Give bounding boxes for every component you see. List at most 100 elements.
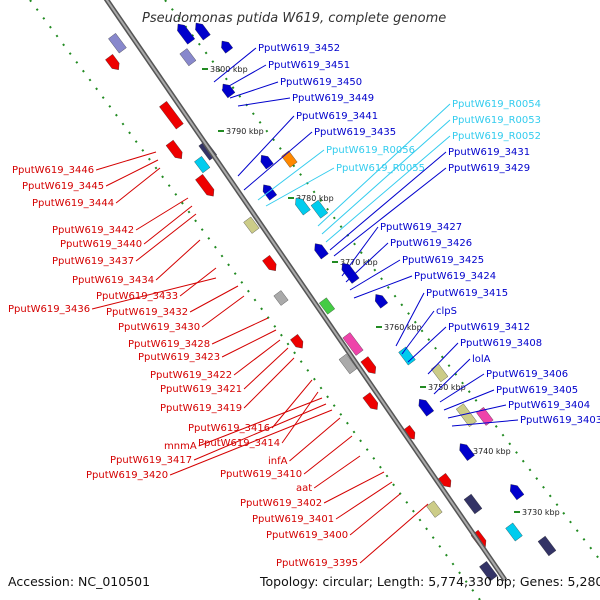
gene-feature (318, 297, 336, 315)
leader-line (345, 242, 389, 283)
gene-feature (341, 263, 360, 284)
leader-line (271, 379, 313, 429)
gene-feature (221, 40, 234, 54)
gene-arrow (195, 174, 215, 197)
leader-line (91, 277, 217, 310)
accession-text: Accession: NC_010501 (8, 574, 150, 589)
gene-feature (310, 199, 329, 219)
gene-label: PputW619_3428 (128, 339, 210, 350)
leader-line (349, 493, 401, 536)
gene-arrow (290, 334, 304, 349)
gene-arrow (360, 356, 376, 374)
gene-feature (273, 290, 289, 306)
gene-feature (510, 484, 525, 501)
leader-line (135, 197, 189, 231)
tick-label: 3780 kbp (296, 194, 334, 203)
leader-line (221, 329, 277, 358)
gene-label: PputW619_3410 (220, 469, 302, 480)
genome-title: Pseudomonas putida W619, complete genome (142, 11, 446, 26)
leader-line (201, 295, 245, 328)
gene-label: PputW619_3450 (280, 77, 362, 88)
gene-label: lolA (472, 354, 491, 365)
gene-arrow (177, 23, 196, 45)
gene-label: PputW619_3414 (198, 438, 280, 449)
leader-line (243, 131, 313, 191)
gene-label: PputW619_R0056 (326, 145, 415, 156)
gene-box (194, 156, 211, 174)
gene-arrow (262, 184, 278, 201)
leader-line (333, 167, 447, 257)
tick-label: 3770 kbp (340, 258, 378, 267)
leader-line (211, 317, 269, 345)
gene-feature (426, 500, 443, 518)
gene-feature (342, 332, 364, 356)
leader-line (143, 205, 193, 245)
leader-line (95, 151, 157, 171)
gene-label: PputW619_3415 (426, 288, 508, 299)
leader-line (303, 435, 353, 475)
leader-line (233, 339, 281, 376)
gene-arrow (262, 255, 277, 271)
gene-arrow (362, 392, 378, 410)
gene-feature (243, 216, 260, 234)
gene-arrow (510, 484, 525, 501)
gene-label: PputW619_3419 (160, 403, 242, 414)
leader-line (229, 81, 279, 99)
gene-arrow (438, 473, 452, 488)
gene-label: PputW619_3423 (138, 352, 220, 363)
gene-label: PputW619_3402 (240, 498, 322, 509)
gene-arrow (314, 243, 329, 260)
leader-line (325, 135, 451, 243)
gene-feature (177, 23, 196, 45)
leader-line (243, 357, 295, 409)
leader-line (237, 115, 295, 177)
gene-label: PputW619_3422 (150, 370, 232, 381)
leader-line (213, 47, 257, 83)
leader-layer (91, 47, 519, 564)
tick-label: 3730 kbp (522, 508, 560, 517)
gene-box (505, 522, 523, 542)
leader-line (317, 103, 451, 227)
gene-label: clpS (436, 306, 457, 317)
backbone-layer (103, 0, 508, 582)
gene-label: aat (296, 483, 312, 494)
gene-label: PputW619_3421 (160, 384, 242, 395)
leader-line (257, 149, 325, 201)
tick-label: 3790 kbp (226, 127, 264, 136)
gene-arrow (375, 294, 389, 309)
gene-box (310, 199, 329, 219)
leader-line (353, 275, 413, 299)
leader-line (265, 167, 335, 207)
leader-line (193, 403, 327, 461)
leader-line (289, 417, 341, 462)
gene-feature (165, 139, 183, 159)
gene-feature (418, 399, 435, 417)
tick-label: 3760 kbp (384, 323, 422, 332)
tick-label: 3740 kbp (473, 447, 511, 456)
leader-line (155, 239, 201, 281)
gene-feature (290, 334, 304, 349)
gene-label: PputW619_3435 (314, 127, 396, 138)
gene-box (426, 500, 443, 518)
label-layer: PputW619_3452PputW619_3451PputW619_3450P… (8, 43, 600, 569)
gene-label: PputW619_3449 (292, 93, 374, 104)
gene-label: PputW619_3437 (52, 256, 134, 267)
gene-box (342, 332, 364, 356)
gene-label: PputW619_R0053 (452, 115, 541, 126)
gene-feature (295, 197, 311, 216)
gene-label: PputW619_3405 (496, 385, 578, 396)
gene-label: PputW619_3408 (460, 338, 542, 349)
gene-label: PputW619_3426 (390, 238, 472, 249)
gene-box (479, 561, 498, 582)
gene-label: PputW619_3445 (22, 181, 104, 192)
leader-line (439, 373, 485, 403)
gene-label: PputW619_R0052 (452, 131, 541, 142)
leader-line (243, 347, 289, 390)
gene-label: PputW619_3427 (380, 222, 462, 233)
gene-feature (195, 22, 211, 41)
gene-feature (262, 255, 277, 271)
gene-label: PputW619_3403 (520, 415, 600, 426)
gene-feature (179, 48, 197, 67)
gene-box (463, 493, 483, 515)
